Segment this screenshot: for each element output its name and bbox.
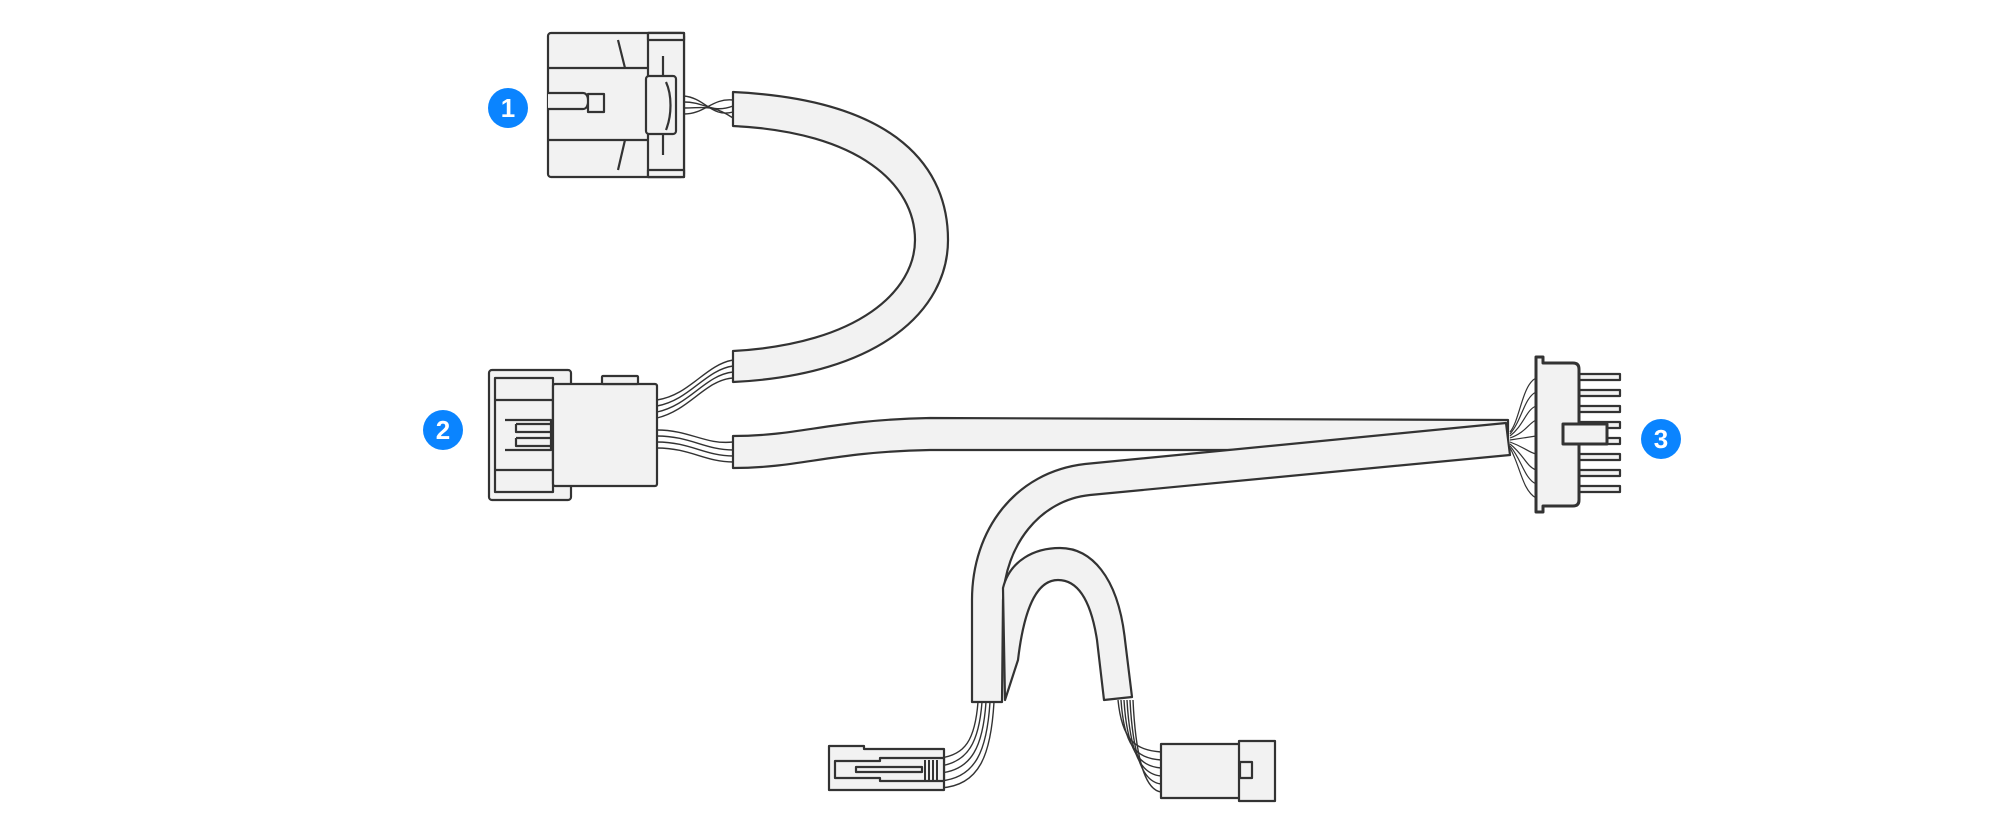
wires-bottom-left (939, 701, 995, 789)
callout-badge-2: 2 (423, 410, 463, 450)
wires-connector-1 (683, 95, 734, 119)
callout-badge-3: 3 (1641, 419, 1681, 459)
connector-bottom-left (827, 744, 946, 792)
wires-bottom-right (1117, 699, 1162, 793)
cable-branch-3-to-bottom (970, 421, 1512, 704)
wires-connector-2 (656, 359, 734, 463)
connector-bottom-right (1159, 739, 1277, 803)
cable-arc-1-to-2 (731, 90, 950, 384)
wires-connector-3 (1509, 377, 1537, 499)
callout-badge-1: 1 (488, 88, 528, 128)
connector-3 (1534, 355, 1622, 514)
connector-1 (546, 31, 686, 179)
connector-2 (487, 368, 659, 502)
